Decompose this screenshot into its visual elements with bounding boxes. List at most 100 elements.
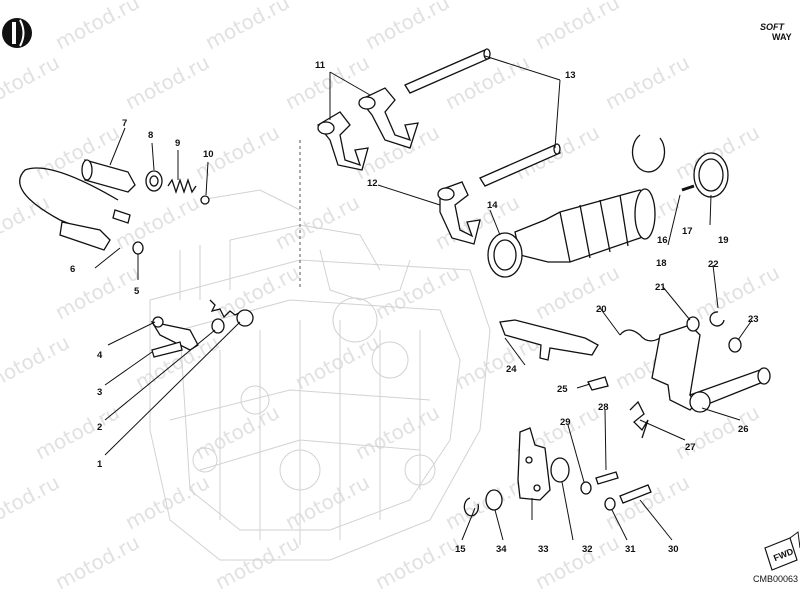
watermark-text: motod.ru [191,400,283,464]
callout-8: 8 [148,130,153,141]
callout-17: 17 [682,226,693,237]
callout-3: 3 [97,387,102,398]
shift-fork-single [437,181,481,245]
callout-26: 26 [738,424,749,435]
lever-bolt [151,341,183,358]
callout-33: 33 [538,544,549,555]
watermark-text: motod.ru [201,0,293,54]
watermark-text: motod.ru [371,260,463,324]
callout-23: 23 [748,314,759,325]
watermark-text: motod.ru [361,0,453,54]
callout-13: 13 [565,70,576,81]
shift-fork-pair [317,87,419,171]
watermark-text: motod.ru [31,400,123,464]
callout-31: 31 [625,544,636,555]
return-spring-small [209,299,244,319]
plate-pin [587,376,609,391]
callout-28: 28 [598,402,609,413]
screw-washer-small [580,481,592,495]
callout-10: 10 [203,149,214,160]
gearshift-plate [499,319,599,361]
callout-32: 32 [582,544,593,555]
shaft-washer [686,316,700,332]
callout-14: 14 [487,200,498,211]
selector-bracket [517,427,551,501]
watermark-text: motod.ru [121,470,213,534]
callout-9: 9 [175,138,180,149]
callout-22: 22 [708,259,719,270]
watermark-text: motod.ru [211,530,303,594]
callout-labels: 1234567891011121314151617181920212223242… [70,60,759,555]
callout-4: 4 [97,350,103,361]
callout-21: 21 [655,282,666,293]
shift-drum [514,188,656,263]
callout-25: 25 [557,384,568,395]
bracket-spacer [485,489,503,511]
engine-block-ghost [149,189,491,561]
watermark-text: motod.ru [121,50,213,114]
callout-2: 2 [97,422,102,433]
selector-spring [619,329,691,351]
drum-pin [681,184,695,192]
watermark-text: motod.ru [51,0,143,54]
svg-text:SOFT: SOFT [760,22,786,32]
shaft-circlip [709,311,725,327]
screw-short [595,471,619,485]
neutral-sensor-switch [59,209,131,251]
callout-5: 5 [134,286,140,297]
watermark-text: motod.ru [351,400,443,464]
screw-long [619,484,652,504]
watermark-text: motod.ru [671,400,763,464]
callout-6: 6 [70,264,75,275]
callout-19: 19 [718,235,729,246]
watermark-text: motod.ru [51,530,143,594]
return-spring-large [629,400,649,439]
lever-washer [211,318,225,334]
watermark-text: motod.ru [601,50,693,114]
callout-24: 24 [506,364,517,375]
callout-7: 7 [122,118,127,129]
detent-ball [200,195,210,205]
callout-34: 34 [496,544,507,555]
callout-18: 18 [656,258,667,269]
leader-lines [94,55,753,541]
watermark-text: motod.ru [271,190,363,254]
sensor-cable [19,167,119,231]
callout-11: 11 [315,60,326,71]
circlip-upper [631,134,666,173]
spring-collar [236,309,254,327]
callout-29: 29 [560,417,571,428]
watermark-text: motod.ru [0,330,73,394]
softway-mark: SOFT WAY [760,22,792,42]
watermark-text: motod.ru [371,530,463,594]
watermark-text: motod.ru [691,260,783,324]
small-washer [132,241,144,255]
circlip-lower [463,497,479,517]
brand-logo [2,18,32,48]
watermark-text: motod.ru [291,330,383,394]
callout-1: 1 [97,459,103,470]
callout-15: 15 [455,544,466,555]
watermark-text: motod.ru [211,260,303,324]
gearshift-shaft-assembly [651,324,771,413]
watermark-text: motod.ru [0,50,63,114]
forward-indicator: FWD [764,531,800,571]
callout-12: 12 [367,178,378,189]
callout-16: 16 [657,235,668,246]
neutral-sensor-plug [81,159,136,193]
callout-30: 30 [668,544,679,555]
watermark-text: motod.ru [531,260,623,324]
shift-rod-lower [479,143,561,187]
bracket-washer [550,457,570,483]
watermark-text: motod.ru [281,470,373,534]
svg-text:WAY: WAY [772,32,792,42]
callout-27: 27 [685,442,696,453]
watermark-text: motod.ru [0,470,63,534]
detent-spring [167,177,197,195]
watermark-text: motod.ru [531,530,623,594]
shaft-bushing [728,337,742,353]
watermark-text: motod.ru [0,190,53,254]
screw-washer [604,497,616,511]
